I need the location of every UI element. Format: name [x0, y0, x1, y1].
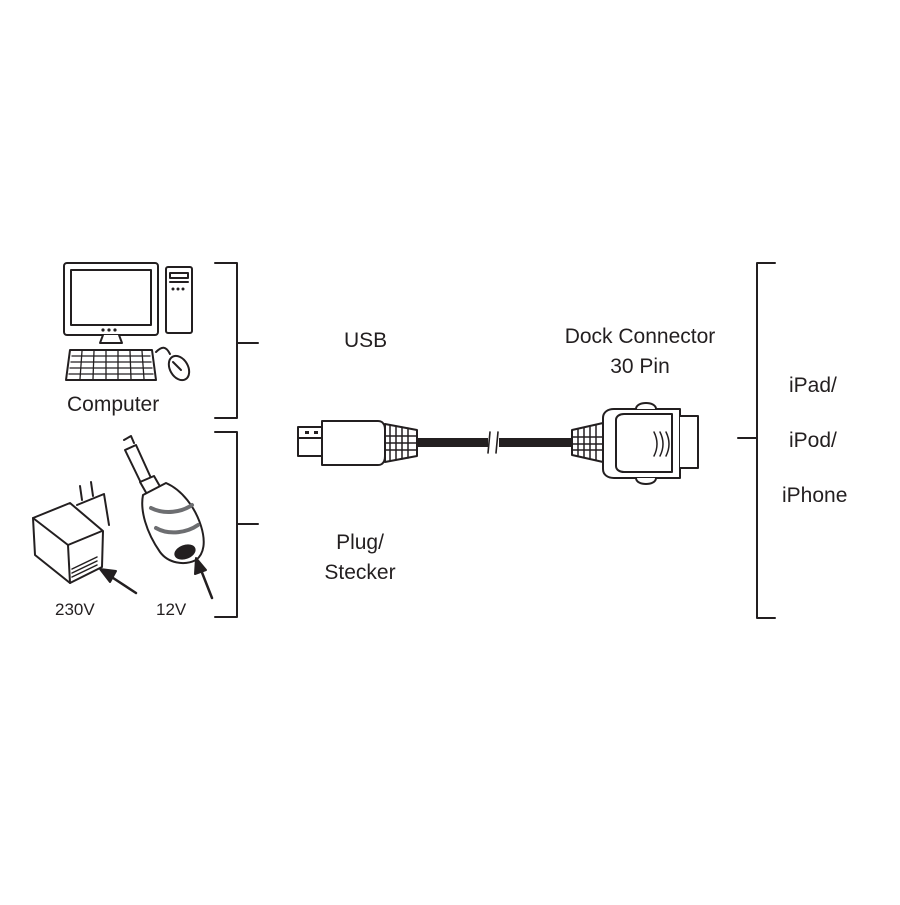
dock-connector-label: Dock Connector [564, 325, 716, 348]
computer-label: Computer [67, 393, 160, 416]
ipad-label: iPad/ [789, 374, 837, 397]
wall-charger-icon [32, 481, 138, 595]
usb-plug-icon [297, 420, 418, 466]
stecker-label: Stecker [324, 561, 396, 584]
dock-pin-label: 30 Pin [610, 355, 670, 378]
dock-connector-icon [571, 402, 699, 485]
plug-bracket [214, 431, 259, 618]
voltage-230-label: 230V [55, 600, 95, 619]
cable-icon [417, 431, 572, 454]
desktop-computer-icon [63, 262, 193, 382]
device-bracket [737, 262, 776, 619]
usb-label: USB [344, 329, 388, 352]
iphone-label: iPhone [782, 484, 848, 507]
computer-bracket [214, 262, 259, 419]
plug-label: Plug/ [336, 531, 384, 554]
voltage-12-label: 12V [156, 600, 187, 619]
car-charger-icon [123, 435, 214, 600]
ipod-label: iPod/ [789, 429, 837, 452]
